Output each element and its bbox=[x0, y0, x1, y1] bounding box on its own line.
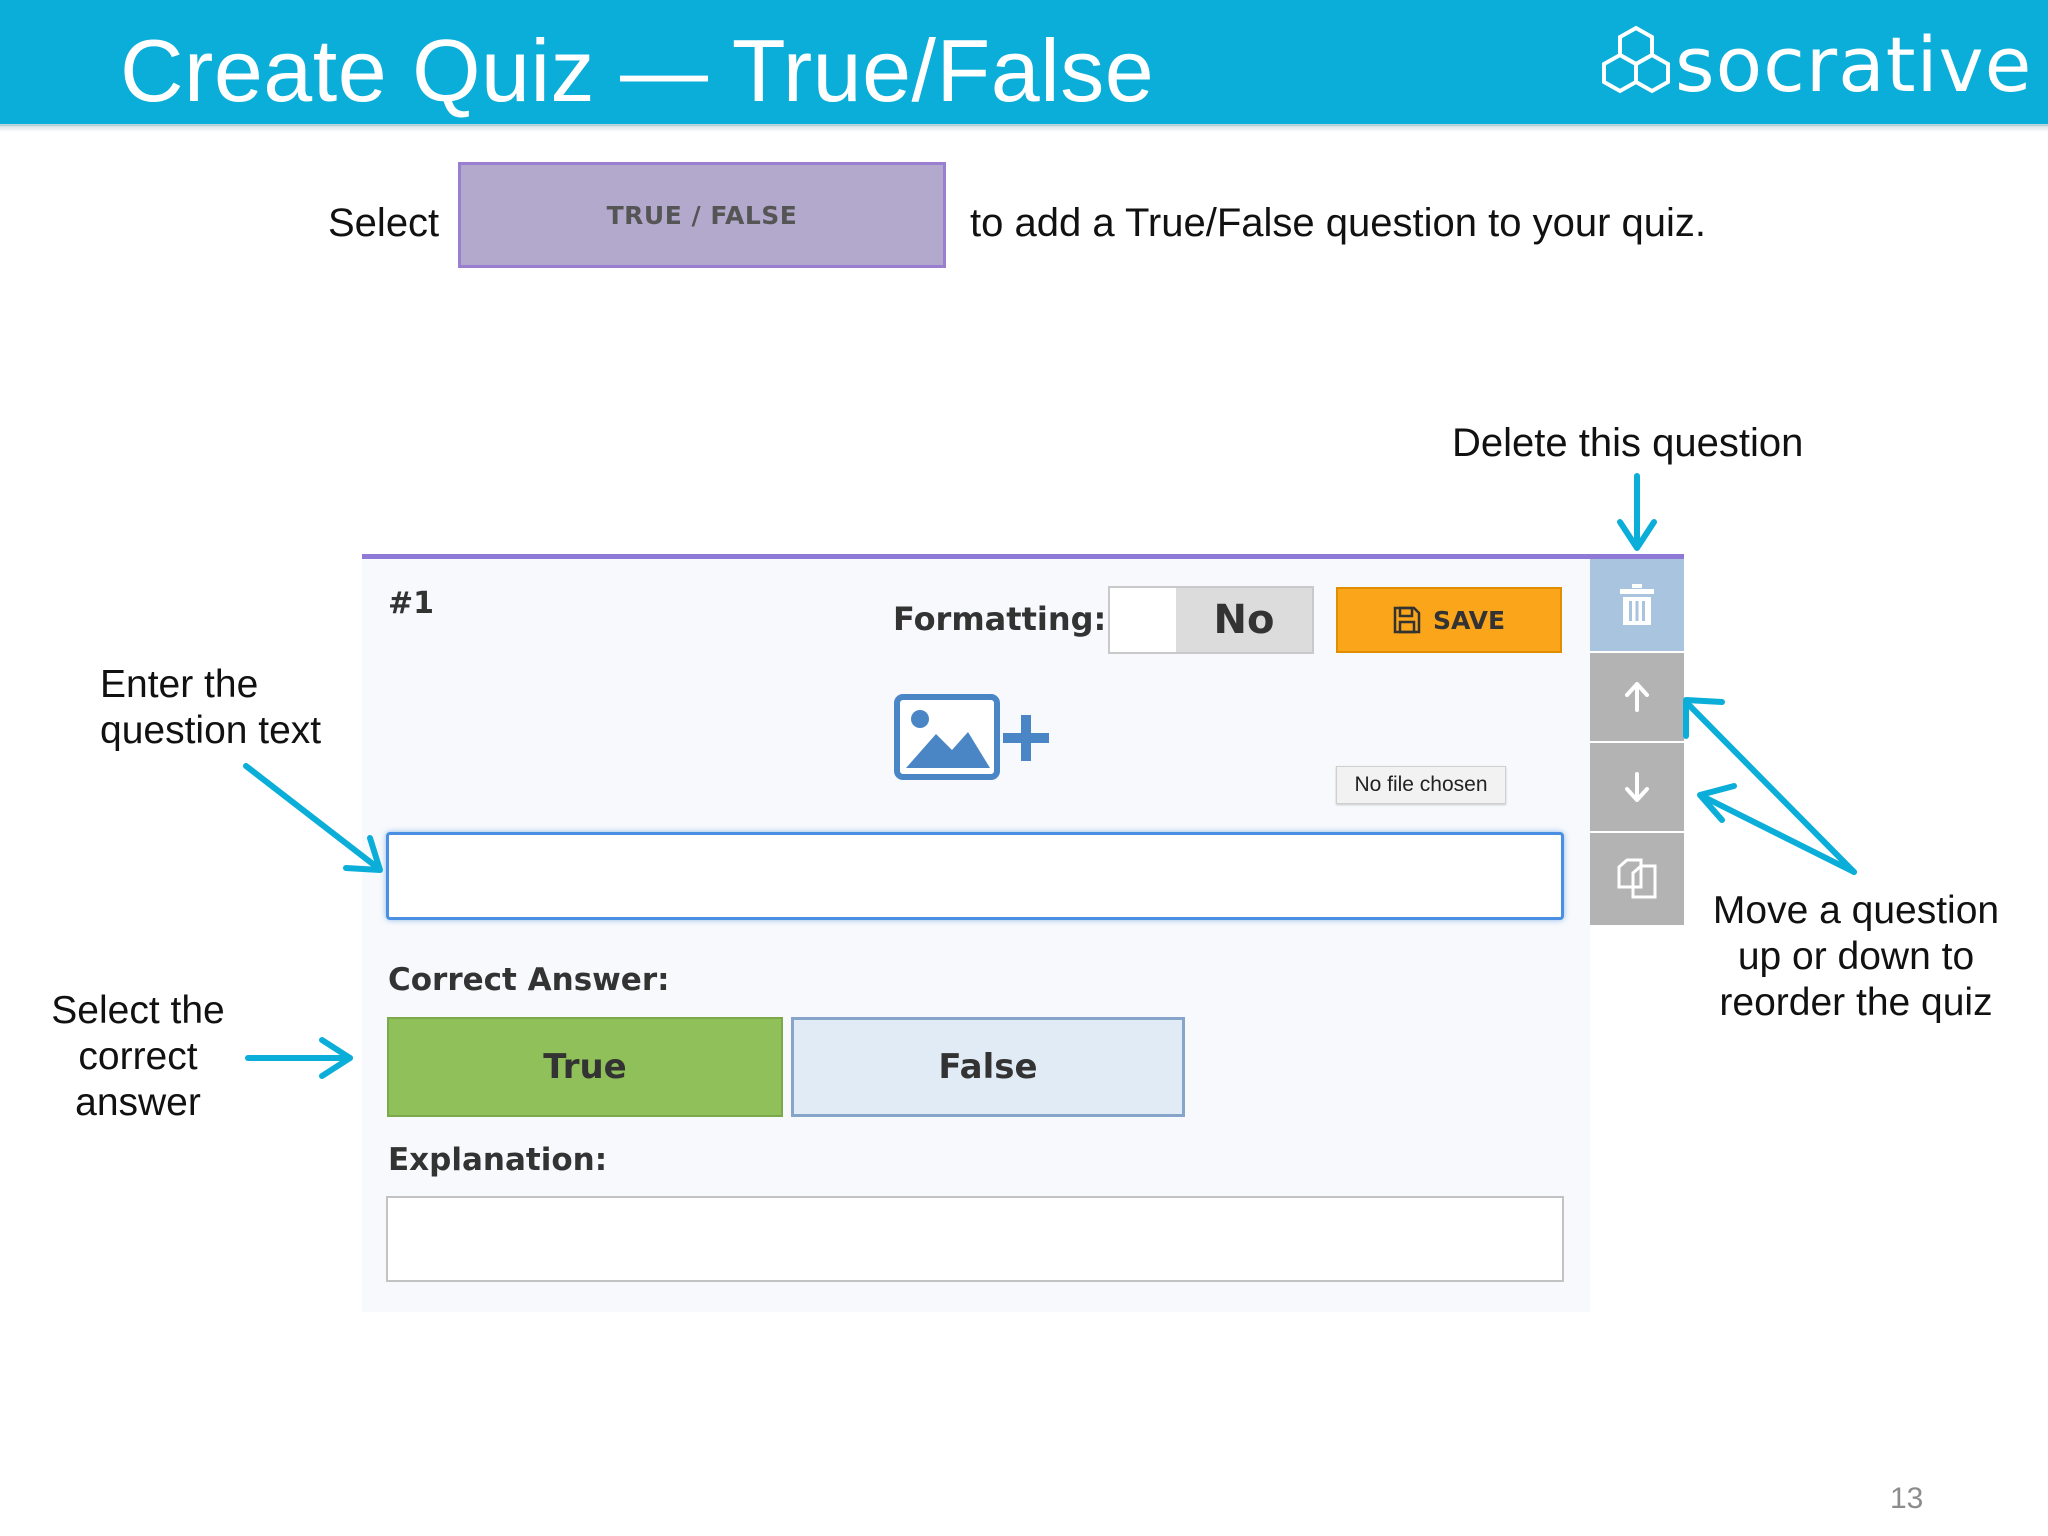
page-title: Create Quiz — True/False bbox=[120, 21, 1155, 120]
panel-top-border bbox=[362, 554, 1684, 559]
add-image-icon bbox=[894, 694, 1049, 780]
answer-false-button[interactable]: False bbox=[791, 1017, 1185, 1117]
save-label: SAVE bbox=[1432, 605, 1506, 635]
callout-line: correct bbox=[78, 1035, 198, 1078]
socrative-logo: socrative bbox=[1600, 20, 2031, 109]
callout-line: question text bbox=[100, 709, 322, 752]
floppy-disk-icon bbox=[1393, 606, 1421, 634]
arrow-to-move-down bbox=[1697, 783, 1857, 875]
explanation-label: Explanation: bbox=[388, 1142, 608, 1178]
save-button[interactable]: SAVE bbox=[1336, 587, 1562, 653]
intro-prefix: Select bbox=[328, 201, 440, 245]
answer-true-button[interactable]: True bbox=[387, 1017, 783, 1117]
callout-line: Select the bbox=[51, 989, 225, 1032]
intro-suffix: to add a True/False question to your qui… bbox=[970, 201, 1706, 245]
arrow-to-question-input bbox=[243, 763, 383, 873]
trash-icon bbox=[1620, 584, 1654, 625]
file-status[interactable]: No file chosen bbox=[1336, 766, 1506, 804]
toggle-knob bbox=[1110, 588, 1178, 652]
callout-move: Move a question up or down to reorder th… bbox=[1700, 888, 2012, 1026]
question-text-input[interactable] bbox=[386, 832, 1564, 920]
formatting-label: Formatting: bbox=[893, 600, 1107, 638]
arrow-up-icon bbox=[1625, 682, 1649, 712]
correct-answer-label: Correct Answer: bbox=[388, 962, 670, 998]
slide-number: 13 bbox=[1890, 1482, 1924, 1515]
duplicate-icon bbox=[1617, 858, 1657, 899]
duplicate-question-button[interactable] bbox=[1590, 833, 1684, 925]
callout-line: up or down to bbox=[1737, 935, 1975, 978]
move-down-button[interactable] bbox=[1590, 743, 1684, 831]
logo-icon bbox=[1602, 25, 1670, 94]
callout-line: answer bbox=[75, 1081, 201, 1124]
slide-header bbox=[0, 0, 2048, 126]
callout-line: Move a question bbox=[1712, 889, 2000, 932]
arrow-to-move-up bbox=[1683, 697, 1857, 875]
question-side-toolbar bbox=[1590, 559, 1684, 925]
explanation-input[interactable] bbox=[386, 1196, 1564, 1282]
move-up-button[interactable] bbox=[1590, 653, 1684, 741]
delete-question-button[interactable] bbox=[1590, 559, 1684, 651]
arrow-to-answers bbox=[245, 1037, 353, 1079]
callout-line: reorder the quiz bbox=[1719, 981, 1993, 1024]
header-shadow bbox=[0, 124, 2048, 132]
callout-question-text: Enter the question text bbox=[100, 662, 321, 754]
formatting-toggle[interactable]: No bbox=[1108, 586, 1314, 654]
question-panel bbox=[362, 554, 1590, 1312]
callout-delete: Delete this question bbox=[1452, 421, 1804, 465]
formatting-toggle-value: No bbox=[1176, 588, 1312, 652]
question-number: #1 bbox=[388, 586, 435, 621]
arrow-to-delete bbox=[1617, 473, 1657, 551]
callout-correct-answer: Select the correct answer bbox=[40, 988, 236, 1126]
logo-text: socrative bbox=[1675, 20, 2033, 109]
add-image-button[interactable] bbox=[894, 694, 1056, 780]
true-false-type-button: TRUE / FALSE bbox=[458, 162, 946, 268]
callout-line: Enter the bbox=[100, 663, 259, 706]
arrow-down-icon bbox=[1625, 772, 1649, 802]
